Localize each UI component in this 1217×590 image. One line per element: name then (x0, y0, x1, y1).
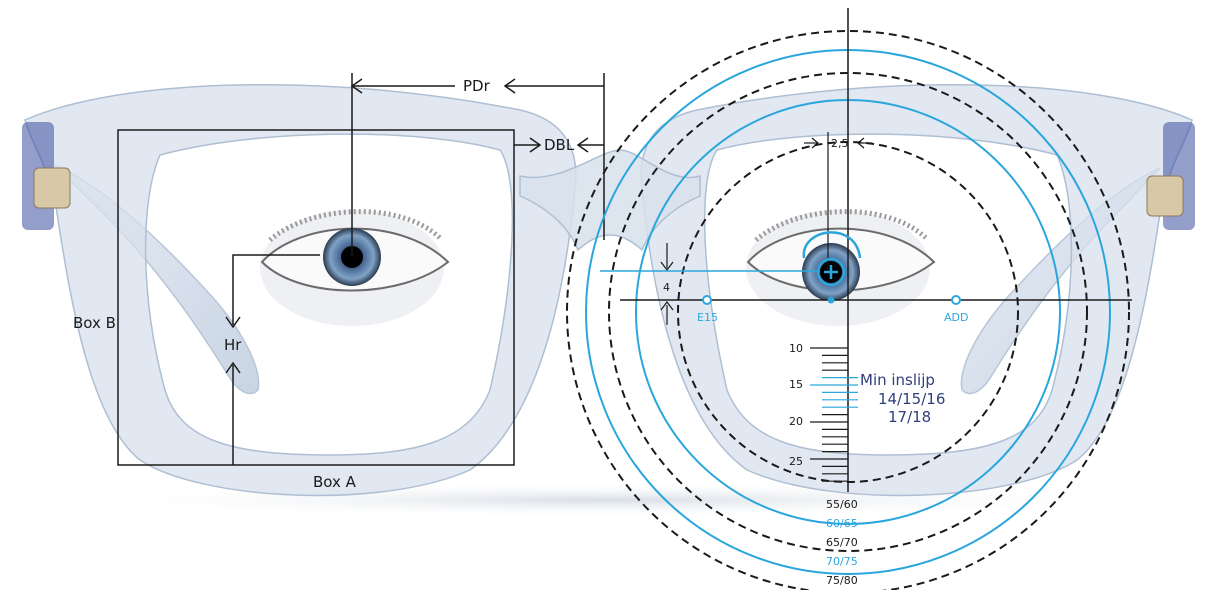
pdr-measure (350, 73, 605, 256)
size-label-65-70: 65/70 (826, 536, 858, 549)
box-a-b-rectangle (117, 129, 515, 466)
scale-tick-label-10: 10 (789, 342, 803, 355)
dbl-label: DBL (544, 136, 575, 154)
e15-label: E15 (697, 311, 718, 324)
hr-label: Hr (224, 336, 242, 354)
scale-tick-label-15: 15 (789, 378, 803, 391)
box-b-label: Box B (73, 314, 116, 332)
size-circle-75-80 (566, 30, 1130, 590)
left-lens-rim (24, 83, 577, 497)
dbl-measure (514, 137, 604, 153)
min-inslijp-note: Min inslijp (860, 371, 935, 389)
right-lens-rim (640, 83, 1193, 497)
fitting-height-ruler (810, 347, 858, 482)
min-inslijp-values-2: 17/18 (888, 408, 931, 426)
size-label-55-60: 55/60 (826, 498, 858, 511)
vertical-offset-measure (660, 243, 674, 325)
right-eye (746, 209, 936, 326)
horizontal-offset-measure (804, 132, 872, 270)
center-marker (827, 296, 835, 304)
size-label-70-75: 70/75 (826, 555, 858, 568)
e15-marker (702, 295, 712, 305)
add-marker (951, 295, 961, 305)
scale-tick-label-25: 25 (789, 455, 803, 468)
right-hinge-metal (1146, 175, 1184, 217)
pdr-label: PDr (463, 77, 491, 95)
add-label: ADD (944, 311, 968, 324)
scale-tick-label-20: 20 (789, 415, 803, 428)
hr-measure (225, 254, 320, 465)
left-eye (260, 209, 450, 326)
left-pupil (341, 246, 363, 268)
min-inslijp-values-1: 14/15/16 (878, 390, 945, 408)
size-label-75-80: 75/80 (826, 574, 858, 587)
horizontal-offset-label: 2,5 (831, 137, 849, 150)
left-hinge-metal (33, 167, 71, 209)
fitting-cross-icon (802, 231, 862, 287)
box-a-label: Box A (313, 473, 357, 491)
size-label-60-65: 60/65 (826, 517, 858, 530)
vertical-offset-label: 4 (663, 281, 670, 294)
glasses-frame (22, 83, 1195, 518)
left-temple-arm (54, 164, 260, 395)
